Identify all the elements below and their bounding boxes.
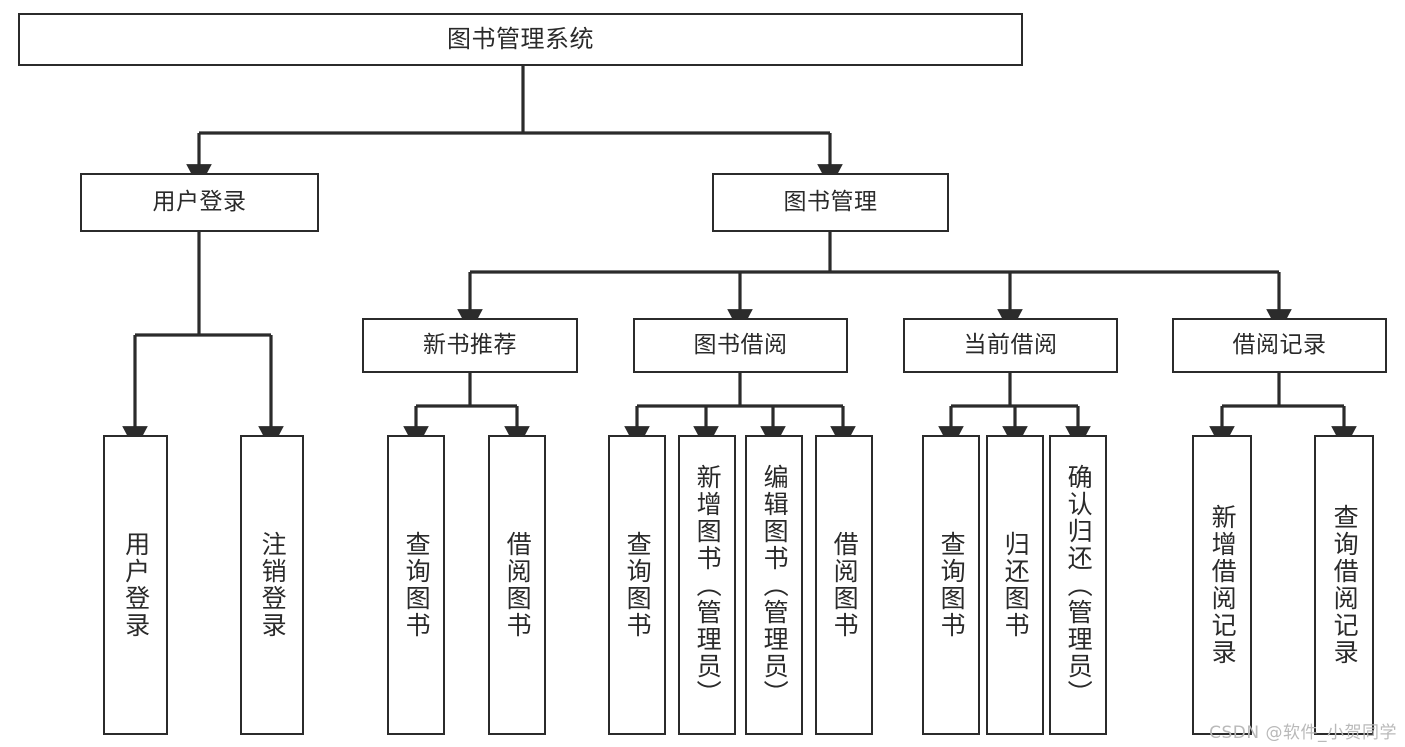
node-label: 新增借阅记录 bbox=[1208, 504, 1238, 666]
node-label: 查询借阅记录 bbox=[1330, 504, 1360, 666]
node-book-borrow[interactable]: 图书借阅 bbox=[633, 318, 848, 373]
node-label: 查询图书 bbox=[937, 531, 967, 639]
node-leaf-add-book[interactable]: 新增图书（管理员） bbox=[678, 435, 736, 735]
node-label: 注销登录 bbox=[258, 531, 288, 639]
node-label: 借阅图书 bbox=[503, 531, 533, 639]
node-leaf-query-book-2[interactable]: 查询图书 bbox=[608, 435, 666, 735]
node-new-book-recommend[interactable]: 新书推荐 bbox=[362, 318, 578, 373]
node-borrow-record[interactable]: 借阅记录 bbox=[1172, 318, 1387, 373]
node-label: 新书推荐 bbox=[423, 331, 517, 358]
node-root-book-management-system[interactable]: 图书管理系统 bbox=[18, 13, 1023, 66]
node-leaf-borrow-book-1[interactable]: 借阅图书 bbox=[488, 435, 546, 735]
node-current-borrow[interactable]: 当前借阅 bbox=[903, 318, 1118, 373]
node-label: 查询图书 bbox=[402, 531, 432, 639]
node-book-management[interactable]: 图书管理 bbox=[712, 173, 949, 232]
node-label: 新增图书（管理员） bbox=[693, 463, 723, 707]
node-leaf-user-login[interactable]: 用户登录 bbox=[103, 435, 168, 735]
node-label: 编辑图书（管理员） bbox=[760, 463, 790, 707]
node-label: 查询图书 bbox=[623, 531, 653, 639]
node-label: 借阅图书 bbox=[830, 531, 860, 639]
node-label: 归还图书 bbox=[1001, 531, 1031, 639]
node-label: 图书借阅 bbox=[693, 331, 788, 358]
node-leaf-query-book-3[interactable]: 查询图书 bbox=[922, 435, 980, 735]
node-leaf-confirm-return[interactable]: 确认归还（管理员） bbox=[1049, 435, 1107, 735]
node-leaf-borrow-book-2[interactable]: 借阅图书 bbox=[815, 435, 873, 735]
node-leaf-query-book-1[interactable]: 查询图书 bbox=[387, 435, 445, 735]
node-leaf-return-book[interactable]: 归还图书 bbox=[986, 435, 1044, 735]
node-label: 当前借阅 bbox=[963, 331, 1058, 358]
node-label: 借阅记录 bbox=[1232, 331, 1327, 358]
node-leaf-query-borrow-record[interactable]: 查询借阅记录 bbox=[1314, 435, 1374, 735]
node-label: 图书管理 bbox=[783, 188, 878, 215]
node-label: 图书管理系统 bbox=[447, 25, 594, 54]
csdn-watermark: CSDN @软件_小贺同学 bbox=[1209, 723, 1397, 743]
node-label: 用户登录 bbox=[152, 188, 247, 215]
node-leaf-logout[interactable]: 注销登录 bbox=[240, 435, 304, 735]
node-leaf-edit-book[interactable]: 编辑图书（管理员） bbox=[745, 435, 803, 735]
node-label: 确认归还（管理员） bbox=[1064, 463, 1094, 707]
node-leaf-add-borrow-record[interactable]: 新增借阅记录 bbox=[1192, 435, 1252, 735]
node-label: 用户登录 bbox=[121, 531, 151, 639]
node-user-login[interactable]: 用户登录 bbox=[80, 173, 319, 232]
